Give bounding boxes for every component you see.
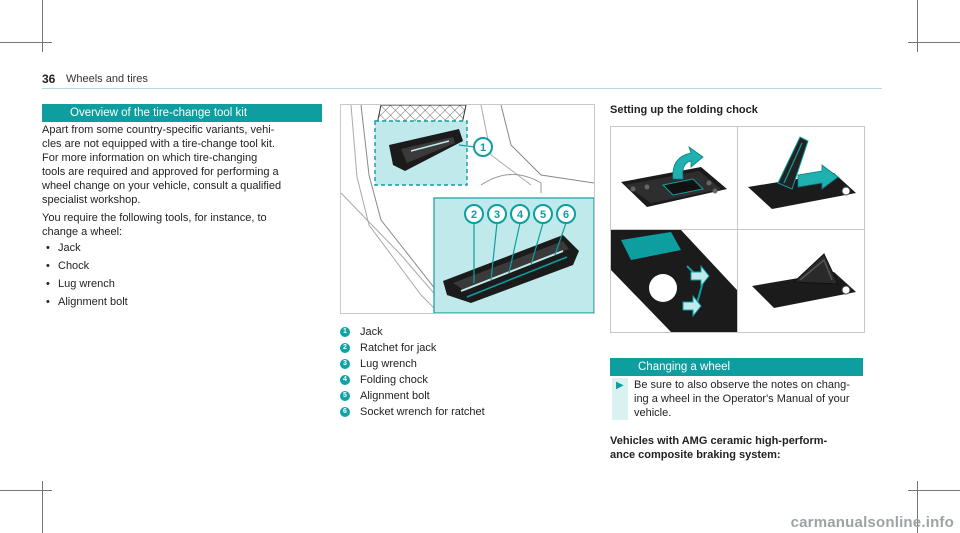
page-section-title: Wheels and tires <box>66 73 148 85</box>
list-item: Chock <box>42 259 292 277</box>
text-line: specialist workshop. <box>42 194 141 206</box>
legend-number: 3 <box>340 359 350 369</box>
tool-kit-figure: 1 2 3 4 5 6 <box>340 104 595 314</box>
note-bar <box>612 378 628 420</box>
tool-kit-illustration: 1 2 3 4 5 6 <box>341 105 594 313</box>
crop-mark <box>42 481 43 533</box>
legend-item: 2 Ratchet for jack <box>340 340 600 356</box>
callout-label: 5 <box>540 209 546 221</box>
text-line: tools are required and approved for perf… <box>42 166 279 178</box>
chock-step-1-illustration <box>621 145 727 207</box>
legend-number: 1 <box>340 327 350 337</box>
crop-mark <box>917 481 918 533</box>
legend-number: 4 <box>340 375 350 385</box>
callout-3 <box>487 204 507 224</box>
chock-heading: Setting up the folding chock <box>610 104 758 116</box>
crop-mark <box>0 490 52 491</box>
text-line: wheel change on your vehicle, consult a … <box>42 180 282 192</box>
list-item: Jack <box>42 241 292 259</box>
list-item: Lug wrench <box>42 277 292 295</box>
legend-number: 6 <box>340 407 350 417</box>
crop-mark <box>908 42 960 43</box>
text-line: ance composite braking system: <box>610 449 781 461</box>
text-line: cles are not equipped with a tire-change… <box>42 138 275 150</box>
text-line: vehicle. <box>634 407 672 419</box>
tools-intro-paragraph: You require the following tools, for ins… <box>42 211 327 239</box>
overview-heading: Overview of the tire-change tool kit <box>42 104 322 122</box>
legend-item: 5 Alignment bolt <box>340 388 600 404</box>
list-item: Alignment bolt <box>42 295 292 313</box>
text-line: ing a wheel in the Operator's Manual of … <box>634 393 850 405</box>
legend-item: 3 Lug wrench <box>340 356 600 372</box>
crop-mark <box>908 490 960 491</box>
callout-1 <box>473 137 493 157</box>
legend-item: 4 Folding chock <box>340 372 600 388</box>
legend-label: Lug wrench <box>360 358 417 370</box>
amg-brakes-heading: Vehicles with AMG ceramic high-perform- … <box>610 434 870 462</box>
crop-mark <box>917 0 918 52</box>
legend-item: 6 Socket wrench for ratchet <box>340 404 600 420</box>
chock-step-4-illustration <box>752 253 856 308</box>
chock-step-2-illustration <box>748 136 856 209</box>
callout-5 <box>533 204 553 224</box>
legend-label: Socket wrench for ratchet <box>360 406 485 418</box>
watermark: carmanualsonline.info <box>790 514 954 531</box>
page-number: 36 <box>42 72 56 86</box>
callout-2 <box>464 204 484 224</box>
callout-4 <box>510 204 530 224</box>
legend-number: 5 <box>340 391 350 401</box>
text-line: change a wheel: <box>42 226 123 238</box>
legend-label: Ratchet for jack <box>360 342 437 354</box>
header-rule <box>42 88 882 89</box>
text-line: For more information on which tire-chang… <box>42 152 258 164</box>
overview-paragraph: Apart from some country-specific variant… <box>42 123 327 207</box>
legend-label: Jack <box>360 326 383 338</box>
chock-figure <box>610 126 865 333</box>
grid-divider <box>611 229 864 230</box>
legend-item: 1 Jack <box>340 324 600 340</box>
legend-number: 2 <box>340 343 350 353</box>
text-line: Vehicles with AMG ceramic high-perform- <box>610 435 828 447</box>
chock-step-3-illustration <box>611 230 737 332</box>
figure-legend: 1 Jack 2 Ratchet for jack 3 Lug wrench 4 Fol… <box>340 324 600 420</box>
play-arrow-icon: ▶ <box>616 380 624 391</box>
callout-label: 2 <box>471 209 477 221</box>
callout-label: 4 <box>517 209 524 221</box>
callout-label: 3 <box>494 209 500 221</box>
callout-label: 6 <box>563 209 569 221</box>
callout-6 <box>556 204 576 224</box>
legend-label: Folding chock <box>360 374 428 386</box>
tools-list: Jack Chock Lug wrench Alignment bolt <box>42 241 292 313</box>
text-line: Apart from some country-specific variant… <box>42 124 275 136</box>
text-line: You require the following tools, for ins… <box>42 212 267 224</box>
changing-wheel-heading: Changing a wheel <box>610 358 863 376</box>
text-line: Be sure to also observe the notes on cha… <box>634 379 850 391</box>
callout-label: 1 <box>480 142 486 154</box>
crop-mark <box>0 42 52 43</box>
note-text: Be sure to also observe the notes on cha… <box>634 378 874 420</box>
callout-group: 2 3 4 5 6 <box>464 204 576 283</box>
legend-label: Alignment bolt <box>360 390 430 402</box>
crop-mark <box>42 0 43 52</box>
